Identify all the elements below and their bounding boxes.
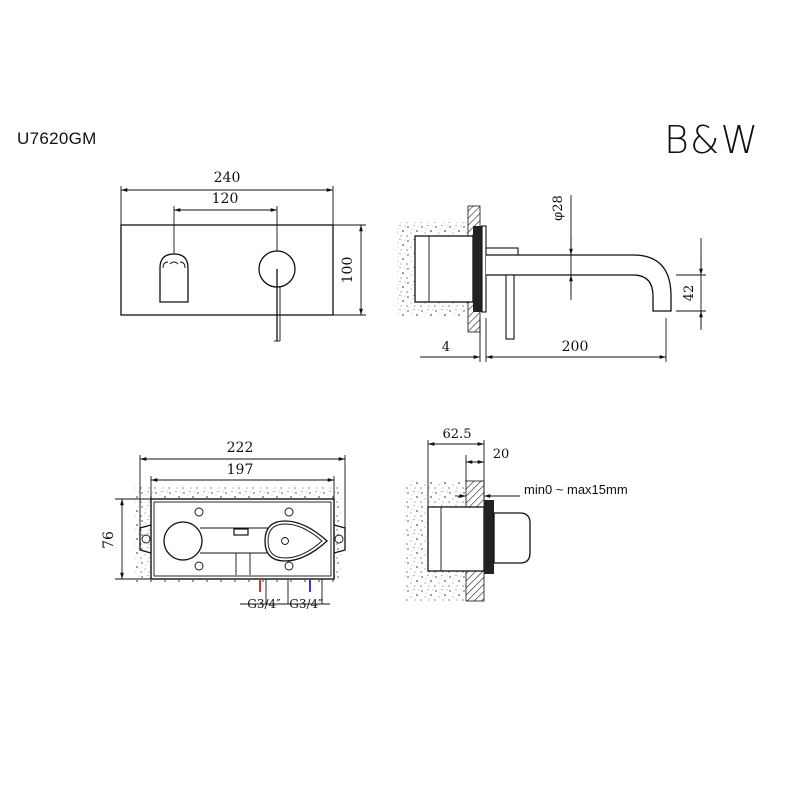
dim-62-5: 62.5 xyxy=(443,427,472,442)
screw-icon xyxy=(281,537,289,545)
side-handle xyxy=(505,274,515,340)
dim-4: 4 xyxy=(442,340,450,355)
dim-20: 20 xyxy=(493,447,510,462)
screw-icon xyxy=(194,507,204,517)
body-side-view: 62.5 20 min0 ~ max15mm xyxy=(404,427,628,602)
valve-outline xyxy=(264,520,328,562)
cartridge-clip xyxy=(233,528,249,536)
cover-plate xyxy=(120,224,334,316)
dim-100: 100 xyxy=(340,257,356,284)
dim-222: 222 xyxy=(227,440,254,456)
body-block xyxy=(427,506,485,572)
dim-42: 42 xyxy=(682,285,697,302)
spout-outlet xyxy=(159,253,189,303)
dim-200: 200 xyxy=(562,339,589,355)
screw-icon xyxy=(194,561,204,571)
port-label-cold: G3/4″ xyxy=(289,597,323,611)
mount-hole xyxy=(334,534,344,544)
mount-hole xyxy=(141,534,151,544)
port-label-hot: G3/4″ xyxy=(247,597,281,611)
internal-channel xyxy=(200,527,268,575)
depth-note: min0 ~ max15mm xyxy=(524,482,628,497)
mount-tab-left xyxy=(139,524,152,554)
dim-197: 197 xyxy=(227,462,254,478)
spout xyxy=(486,254,672,312)
screw-icon xyxy=(284,561,294,571)
dim-76: 76 xyxy=(101,531,117,549)
brand-logo: B&W xyxy=(664,118,760,162)
spout-outlet-detail xyxy=(162,261,186,269)
screw-icon xyxy=(284,507,294,517)
body-frame-inner xyxy=(153,501,332,577)
side-view: φ28 42 4 200 xyxy=(397,195,706,362)
plate-edge xyxy=(481,225,487,313)
body-flange xyxy=(484,500,494,574)
cartridge xyxy=(493,512,531,564)
dim-dia-28: φ28 xyxy=(551,195,566,221)
front-view: 240 120 100 xyxy=(120,170,366,342)
model-code: U7620GM xyxy=(17,129,97,148)
body-frame xyxy=(150,498,335,580)
mount-tab-right xyxy=(333,524,346,554)
dim-240: 240 xyxy=(214,170,241,186)
outlet-port xyxy=(163,521,203,561)
dim-120: 120 xyxy=(212,191,239,207)
valve-body xyxy=(414,235,474,303)
body-mount xyxy=(473,226,482,312)
body-front-view: G3/4″ G3/4″ 222 197 76 xyxy=(101,440,346,611)
valve-outline-inner xyxy=(267,523,323,559)
